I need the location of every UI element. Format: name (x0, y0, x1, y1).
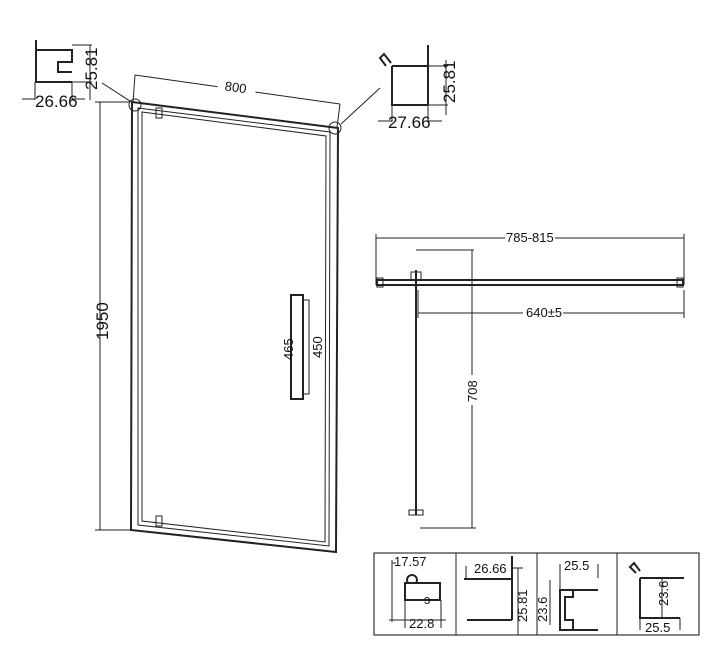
cell4-side-label: 23.6 (656, 581, 671, 606)
cell1-bottom-label: 22.8 (409, 616, 434, 631)
opening-range-label: 785-815 (506, 230, 554, 245)
door-elevation: 800 1950 465 450 (93, 74, 381, 554)
cell3-top-label: 25.5 (564, 558, 589, 573)
profile-cell-4: 23.6 25.5 (628, 561, 684, 635)
door-width-plan-label: 640±5 (526, 305, 562, 320)
profile-cell-3: 25.5 23.6 (535, 558, 599, 631)
cell3-side-label: 23.6 (535, 597, 550, 622)
profile-height-label: 25.81 (440, 60, 459, 103)
profile-top-left: 25.81 26.66 (22, 40, 134, 111)
profile-width-label: 26.66 (35, 92, 78, 111)
cell4-bottom-label: 25.5 (645, 620, 670, 635)
profiles-table: ↄ 17.57 22.8 26.66 25.81 25.5 23.6 23.6 … (373, 552, 700, 636)
swing-depth-label: 708 (465, 380, 480, 402)
handle-inner-label: 450 (310, 336, 325, 358)
profile-cell-1: ↄ 17.57 22.8 (389, 554, 446, 631)
door-height-label: 1950 (93, 302, 112, 340)
profile-height-label: 25.81 (82, 47, 101, 90)
handle-outer-label: 465 (281, 338, 296, 360)
door-width-label: 800 (224, 78, 248, 96)
plan-view: 785-815 640±5 708 (375, 230, 685, 529)
cell2-side-label: 25.81 (515, 589, 530, 622)
profile-cell-2: 26.66 25.81 (464, 556, 530, 635)
profile-top-right: 25.81 27.66 (378, 45, 459, 132)
door-handle: 465 450 (281, 294, 325, 400)
profile-width-label: 27.66 (388, 113, 431, 132)
cell2-top-label: 26.66 (474, 561, 507, 576)
cell1-top-label: 17.57 (394, 554, 427, 569)
svg-text:ↄ: ↄ (424, 592, 431, 607)
